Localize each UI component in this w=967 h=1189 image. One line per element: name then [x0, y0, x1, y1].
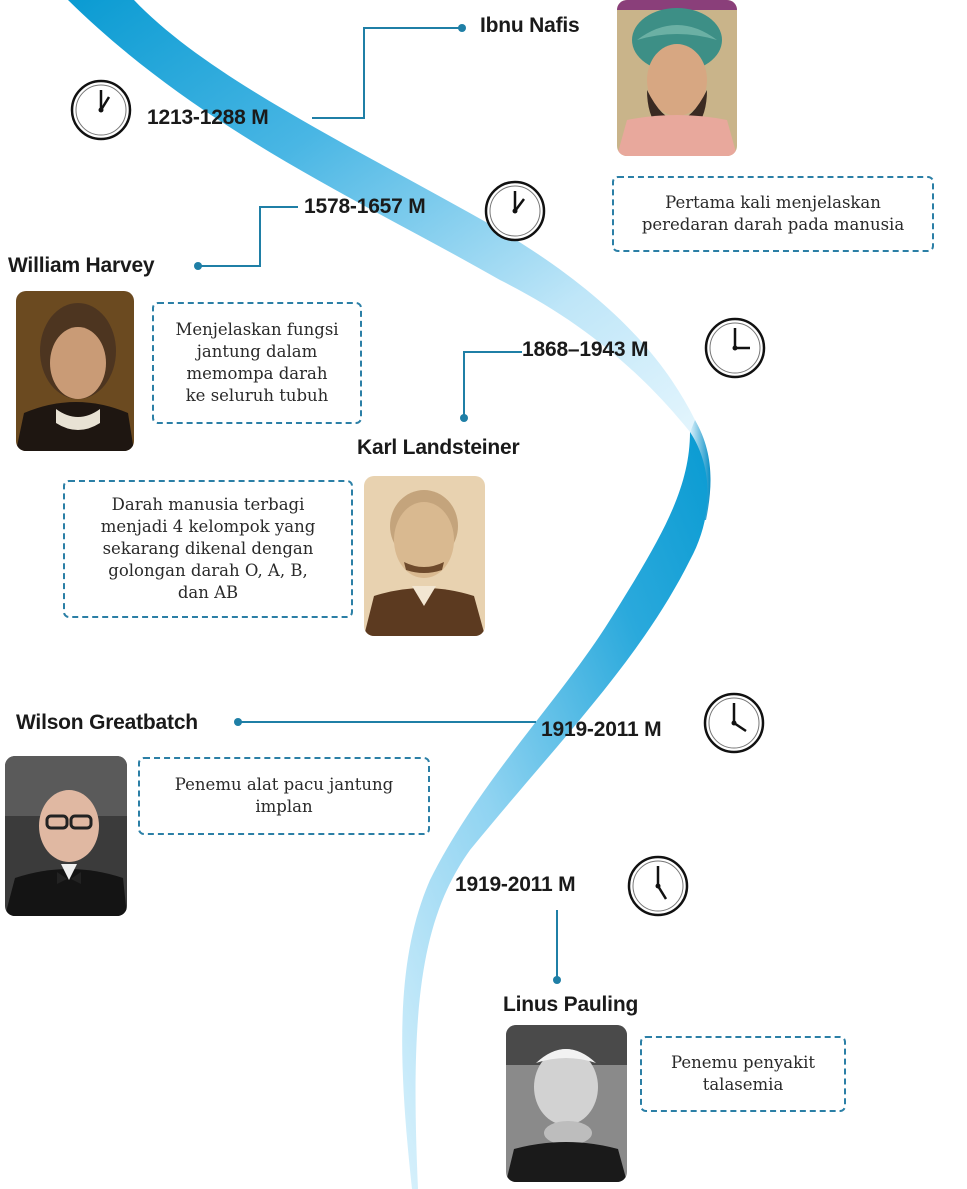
- clock-icon: [70, 79, 132, 141]
- description-wilson-greatbatch: Penemu alat pacu jantung implan: [138, 757, 430, 835]
- description-line: jantung dalam: [196, 342, 318, 361]
- dot-ibnu-nafis: [458, 24, 466, 32]
- years-william-harvey: 1578-1657 M: [304, 195, 426, 218]
- years-wilson-greatbatch: 1919-2011 M: [541, 718, 662, 741]
- portrait-linus-pauling: [506, 1025, 627, 1182]
- clock-icon: [627, 855, 689, 917]
- description-line: golongan darah O, A, B,: [108, 561, 308, 580]
- description-ibnu-nafis: Pertama kali menjelaskan peredaran darah …: [612, 176, 934, 252]
- description-william-harvey: Menjelaskan fungsi jantung dalam memompa…: [152, 302, 362, 424]
- years-linus-pauling: 1919-2011 M: [455, 873, 576, 896]
- ribbon-lower: [402, 432, 708, 1189]
- clock-icon: [703, 692, 765, 754]
- connector-karl-landsteiner: [463, 351, 522, 418]
- person-name-william-harvey: William Harvey: [8, 254, 155, 277]
- dot-wilson-greatbatch: [234, 718, 242, 726]
- clock-icon: [484, 180, 546, 242]
- description-line: dan AB: [177, 583, 239, 602]
- portrait-wilson-greatbatch: [5, 756, 127, 916]
- description-line: menjadi 4 kelompok yang: [100, 517, 316, 536]
- portrait-karl-landsteiner: [364, 476, 485, 636]
- description-line: Pertama kali menjelaskan: [665, 193, 881, 212]
- connector-william-harvey: [198, 206, 298, 267]
- dot-william-harvey: [194, 262, 202, 270]
- clock-icon: [704, 317, 766, 379]
- description-line: Menjelaskan fungsi: [175, 320, 339, 339]
- description-karl-landsteiner: Darah manusia terbagi menjadi 4 kelompok…: [63, 480, 353, 618]
- years-karl-landsteiner: 1868–1943 M: [522, 338, 649, 361]
- dot-karl-landsteiner: [460, 414, 468, 422]
- dot-linus-pauling: [553, 976, 561, 984]
- blue-ribbon: [68, 0, 711, 1189]
- person-name-ibnu-nafis: Ibnu Nafis: [480, 14, 580, 37]
- description-line: talasemia: [702, 1075, 784, 1094]
- portrait-william-harvey: [16, 291, 134, 451]
- person-name-karl-landsteiner: Karl Landsteiner: [357, 436, 520, 459]
- description-line: sekarang dikenal dengan: [102, 539, 314, 558]
- person-name-linus-pauling: Linus Pauling: [503, 993, 639, 1016]
- description-line: Darah manusia terbagi: [111, 495, 305, 514]
- connector-dots: [194, 24, 561, 984]
- description-line: ke seluruh tubuh: [185, 386, 329, 405]
- description-line: memompa darah: [186, 364, 328, 383]
- connectors: [198, 27, 558, 980]
- years-ibnu-nafis: 1213-1288 M: [147, 106, 269, 129]
- description-line: peredaran darah pada manusia: [641, 215, 905, 234]
- person-name-wilson-greatbatch: Wilson Greatbatch: [16, 711, 198, 734]
- description-line: Penemu alat pacu jantung: [174, 775, 394, 794]
- description-linus-pauling: Penemu penyakit talasemia: [640, 1036, 846, 1112]
- ribbon-upper: [68, 0, 695, 432]
- description-line: Penemu penyakit: [670, 1053, 816, 1072]
- connector-ibnu-nafis: [312, 27, 462, 119]
- description-line: implan: [255, 797, 313, 816]
- portrait-ibnu-nafis: [617, 0, 737, 156]
